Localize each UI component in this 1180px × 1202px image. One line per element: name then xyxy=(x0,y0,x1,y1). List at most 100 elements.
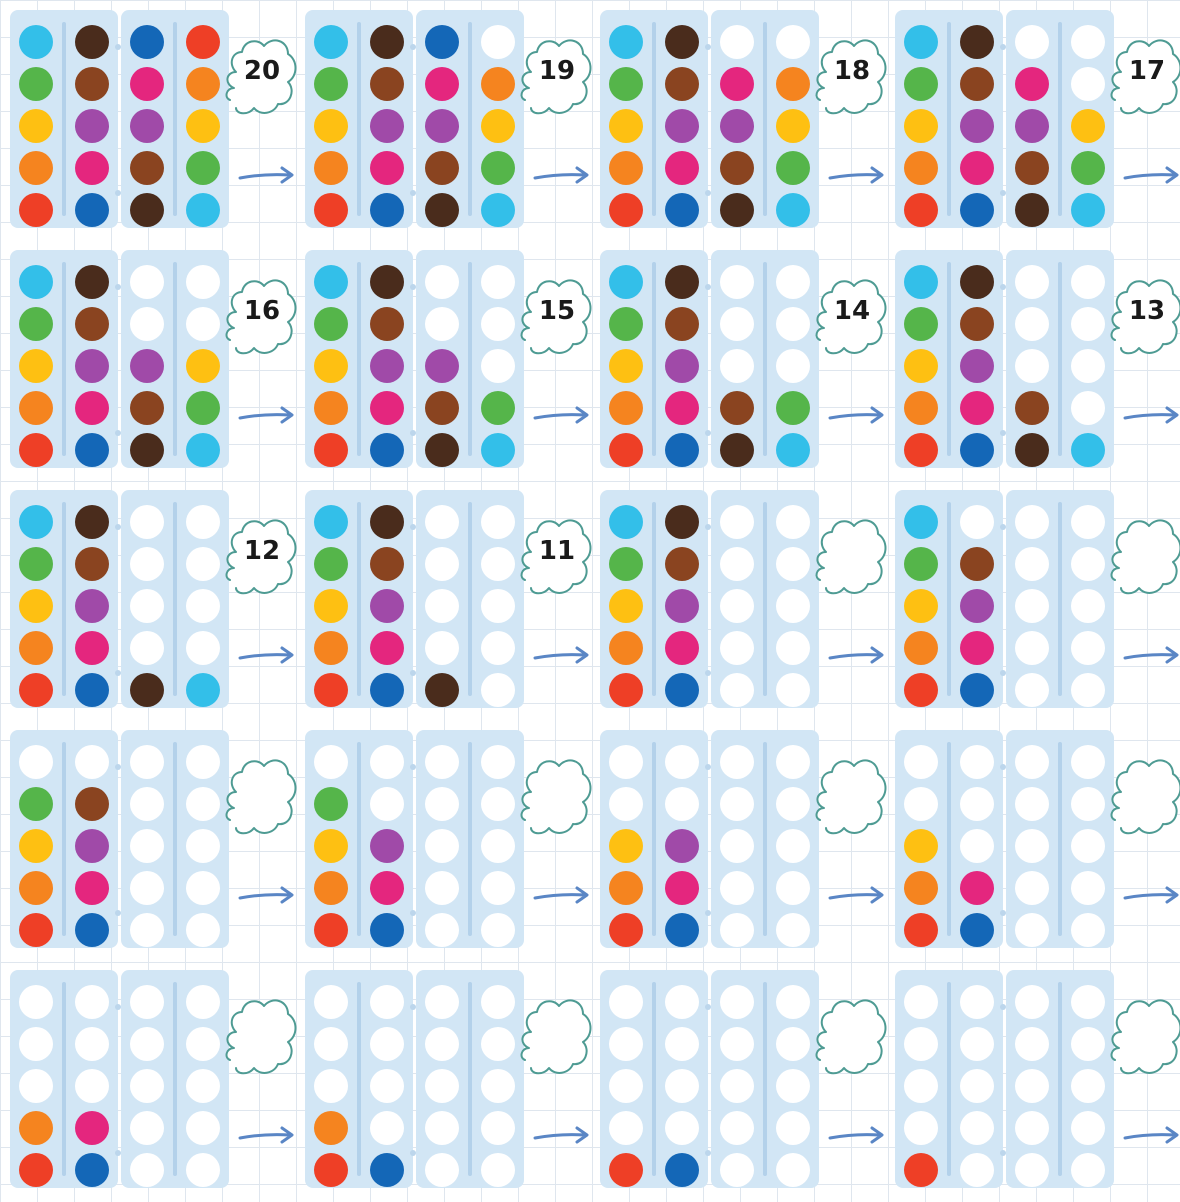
empty-bead-slot xyxy=(130,505,164,539)
bead-blue xyxy=(665,433,699,467)
bead-pink xyxy=(75,1111,109,1145)
tray-connector xyxy=(115,764,121,770)
bead-orange xyxy=(609,871,643,905)
bead-brown xyxy=(720,391,754,425)
bead-yellow xyxy=(904,349,938,383)
empty-bead-slot xyxy=(481,829,515,863)
arrow-right-icon xyxy=(1121,883,1180,909)
tray-rod xyxy=(947,502,951,696)
bead-cyan xyxy=(1071,193,1105,227)
thought-cloud xyxy=(222,988,298,1084)
empty-bead-slot xyxy=(720,547,754,581)
empty-bead-slot xyxy=(425,631,459,665)
right-bead-tray xyxy=(711,10,819,228)
empty-bead-slot xyxy=(186,631,220,665)
bead-orange xyxy=(314,1111,348,1145)
empty-bead-slot xyxy=(960,787,994,821)
arrow-right-icon xyxy=(236,643,296,669)
empty-bead-slot xyxy=(425,1153,459,1187)
tray-connector xyxy=(1000,1004,1006,1010)
bead-purple xyxy=(425,349,459,383)
tray-connector xyxy=(115,524,121,530)
tray-rod xyxy=(1058,22,1062,216)
bead-green xyxy=(19,67,53,101)
bead-green xyxy=(609,67,643,101)
bead-red xyxy=(314,193,348,227)
thought-cloud: 15 xyxy=(517,268,593,364)
tray-rod xyxy=(947,982,951,1176)
empty-bead-slot xyxy=(904,1111,938,1145)
tray-rod xyxy=(1058,982,1062,1176)
bead-cyan xyxy=(314,505,348,539)
bead-cyan xyxy=(609,265,643,299)
empty-bead-slot xyxy=(1071,787,1105,821)
cloud-outline-icon xyxy=(812,508,888,604)
bead-pink xyxy=(75,391,109,425)
empty-bead-slot xyxy=(776,589,810,623)
empty-bead-slot xyxy=(776,985,810,1019)
bead-purple xyxy=(130,109,164,143)
bead-green xyxy=(904,67,938,101)
bead-brown xyxy=(960,67,994,101)
bead-blue xyxy=(75,673,109,707)
empty-bead-slot xyxy=(130,307,164,341)
empty-bead-slot xyxy=(1015,871,1049,905)
bead-red xyxy=(19,193,53,227)
empty-bead-slot xyxy=(314,1069,348,1103)
tray-rod xyxy=(357,22,361,216)
bead-orange xyxy=(904,151,938,185)
empty-bead-slot xyxy=(425,547,459,581)
tray-rod xyxy=(468,982,472,1176)
arrow-right-icon xyxy=(1121,403,1180,429)
bead-purple xyxy=(75,829,109,863)
right-bead-tray xyxy=(1006,250,1114,468)
bead-cyan xyxy=(609,505,643,539)
bead-pink xyxy=(960,151,994,185)
bead-dark xyxy=(75,505,109,539)
left-bead-tray xyxy=(895,970,1003,1188)
bead-green xyxy=(776,151,810,185)
arrow-right-icon xyxy=(826,643,886,669)
empty-bead-slot xyxy=(1071,265,1105,299)
empty-bead-slot xyxy=(776,307,810,341)
empty-bead-slot xyxy=(720,745,754,779)
bead-orange xyxy=(19,391,53,425)
left-bead-tray xyxy=(895,250,1003,468)
thought-cloud: 13 xyxy=(1107,268,1180,364)
empty-bead-slot xyxy=(1071,589,1105,623)
tray-rod xyxy=(763,982,767,1176)
tray-connector xyxy=(705,190,711,196)
bead-green xyxy=(314,307,348,341)
empty-bead-slot xyxy=(481,349,515,383)
tray-rod xyxy=(947,262,951,456)
empty-bead-slot xyxy=(665,1111,699,1145)
bead-green xyxy=(904,547,938,581)
cloud-outline-icon xyxy=(1107,748,1180,844)
bead-orange xyxy=(19,151,53,185)
bead-dark xyxy=(665,25,699,59)
bead-blue xyxy=(960,193,994,227)
tray-rod xyxy=(173,262,177,456)
empty-bead-slot xyxy=(186,985,220,1019)
empty-bead-slot xyxy=(1071,631,1105,665)
arrow-right-icon xyxy=(531,1123,591,1149)
thought-cloud: 11 xyxy=(517,508,593,604)
bead-brown xyxy=(370,307,404,341)
count-number: 19 xyxy=(527,56,587,86)
tray-connector xyxy=(705,910,711,916)
empty-bead-slot xyxy=(186,829,220,863)
empty-bead-slot xyxy=(130,787,164,821)
bead-cyan xyxy=(609,25,643,59)
empty-bead-slot xyxy=(481,1069,515,1103)
empty-bead-slot xyxy=(720,1153,754,1187)
bead-cyan xyxy=(314,25,348,59)
tray-rod xyxy=(62,982,66,1176)
left-bead-tray xyxy=(10,10,118,228)
empty-bead-slot xyxy=(186,505,220,539)
counting-step: 13 xyxy=(885,240,1180,480)
tray-connector xyxy=(115,190,121,196)
counting-step xyxy=(590,960,885,1200)
empty-bead-slot xyxy=(720,913,754,947)
arrow-right-icon xyxy=(1121,643,1180,669)
